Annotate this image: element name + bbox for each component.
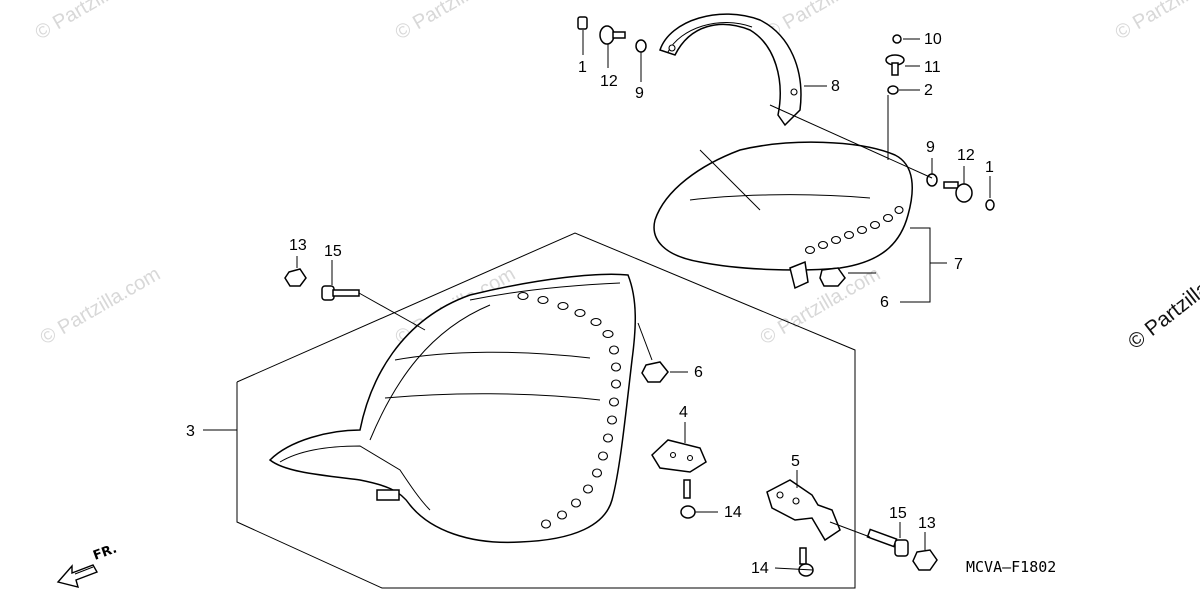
callout-10: 10 — [924, 31, 942, 48]
washer-part-9 — [635, 39, 647, 53]
callout-3: 3 — [186, 423, 195, 440]
watermark: © Partzilla.com — [1112, 0, 1200, 44]
callout-7: 7 — [954, 256, 963, 273]
direction-label: FR. — [91, 541, 119, 563]
bolt-part-12 — [599, 25, 615, 45]
callout-13: 13 — [918, 515, 936, 532]
callout-11: 11 — [924, 59, 941, 76]
bolt-part-12 — [955, 183, 973, 203]
rail-hole — [790, 88, 798, 96]
callout-9: 9 — [635, 85, 644, 102]
screw-shank — [799, 547, 807, 565]
callout-6: 6 — [880, 294, 889, 311]
collar-part-2 — [887, 85, 899, 95]
rail-hole — [668, 44, 676, 52]
callout-9: 9 — [926, 139, 935, 156]
callout-15: 15 — [889, 505, 907, 522]
nut-part-6 — [641, 361, 669, 383]
callout-12: 12 — [957, 147, 975, 164]
callout-1: 1 — [985, 159, 994, 176]
callout-15: 15 — [324, 243, 342, 260]
seat-studs — [517, 291, 622, 529]
hardware — [284, 16, 995, 577]
callout-2: 2 — [924, 82, 933, 99]
passenger-seat-bracket — [789, 260, 809, 290]
watermark: © Partzilla.com — [392, 0, 520, 44]
callout-1: 1 — [578, 59, 587, 76]
diagram-code: MCVA—F1802 — [966, 558, 1056, 576]
screw-shank — [891, 62, 899, 76]
cap-nut-part-1 — [577, 16, 588, 30]
passenger-seat — [653, 141, 913, 290]
watermark: © Partzilla.com — [32, 0, 160, 44]
watermark: © Partzilla.com — [37, 263, 165, 349]
callout-5: 5 — [791, 453, 800, 470]
bracket-part-4 — [651, 439, 707, 473]
callout-13: 13 — [289, 237, 307, 254]
bolt-part-15 — [321, 285, 335, 301]
callout-4: 4 — [679, 404, 688, 421]
bolt-shank — [332, 289, 360, 297]
callout-8: 8 — [831, 78, 840, 95]
seat-group-frame — [236, 232, 856, 589]
callout-14: 14 — [751, 560, 769, 577]
nut-part-13 — [912, 549, 938, 571]
screw-part-14 — [680, 505, 696, 519]
callout-12: 12 — [600, 73, 618, 90]
callout-labels: 1 12 9 8 10 11 2 9 12 1 7 6 13 15 6 3 4 … — [186, 31, 994, 577]
front-arrow-icon — [56, 564, 99, 588]
front-direction-indicator: FR. — [56, 541, 119, 588]
cap-part-10 — [892, 34, 902, 44]
seat-tab — [376, 489, 400, 501]
rider-seat — [268, 273, 636, 544]
nut-part-13 — [284, 268, 307, 287]
washer-part-9 — [926, 173, 938, 187]
cap-nut-part-1 — [985, 199, 995, 211]
nut-part-6 — [819, 267, 846, 287]
bolt-shank — [612, 31, 626, 39]
watermark-dark: © Partzilla.com — [1124, 249, 1200, 354]
bolt-shank — [943, 181, 959, 189]
passenger-seat-studs — [804, 205, 904, 255]
leader-lines — [203, 30, 991, 571]
bolt-part-15 — [894, 539, 909, 557]
screw-shank — [683, 479, 691, 499]
callout-6: 6 — [694, 364, 703, 381]
callout-14: 14 — [724, 504, 742, 521]
bolt-shank — [866, 528, 898, 548]
bracket-part-5 — [766, 479, 841, 542]
grab-rail — [659, 13, 802, 127]
